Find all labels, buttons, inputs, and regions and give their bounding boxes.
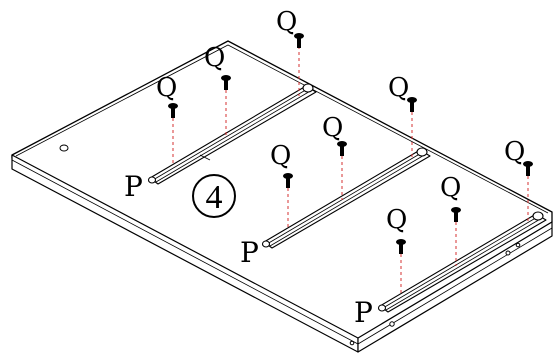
label-q: Q: [322, 113, 343, 143]
screw-icon: [168, 103, 178, 118]
screw-icon: [396, 239, 406, 254]
label-p: P: [124, 170, 143, 203]
screw-icon: [283, 173, 293, 188]
board-top-face: [11, 40, 553, 341]
label-q: Q: [386, 205, 407, 235]
screw-icon: [407, 97, 417, 112]
step-number: 4: [206, 179, 223, 216]
screw-icon: [337, 141, 347, 156]
drawer-rail: [261, 147, 431, 249]
edge-hole: [515, 242, 521, 248]
edge-hole: [349, 340, 355, 346]
board-hole: [59, 144, 69, 152]
drawer-rail: [377, 211, 547, 313]
drawer-rail: [147, 83, 317, 185]
screw-guides: [172, 46, 529, 296]
label-q: Q: [270, 141, 291, 171]
rail-labels: P P P: [124, 170, 373, 329]
screw-icon: [294, 33, 304, 48]
label-q: Q: [156, 73, 177, 103]
label-p: P: [354, 296, 373, 329]
label-q: Q: [388, 73, 409, 103]
board-panel: [11, 40, 553, 353]
label-q: Q: [440, 173, 461, 203]
edge-hole: [389, 321, 395, 327]
screws: [168, 33, 533, 254]
screw-icon: [451, 207, 461, 222]
screw-labels: Q Q Q Q Q Q Q Q Q: [156, 7, 525, 235]
step-number-badge: 4: [192, 174, 236, 218]
screw-icon: [523, 161, 533, 176]
label-q: Q: [504, 137, 525, 167]
board-right-edge: [357, 221, 553, 353]
label-q: Q: [276, 7, 297, 37]
label-p: P: [240, 236, 259, 269]
label-q: Q: [204, 43, 225, 73]
screw-icon: [221, 75, 231, 90]
edge-hole: [505, 250, 511, 256]
